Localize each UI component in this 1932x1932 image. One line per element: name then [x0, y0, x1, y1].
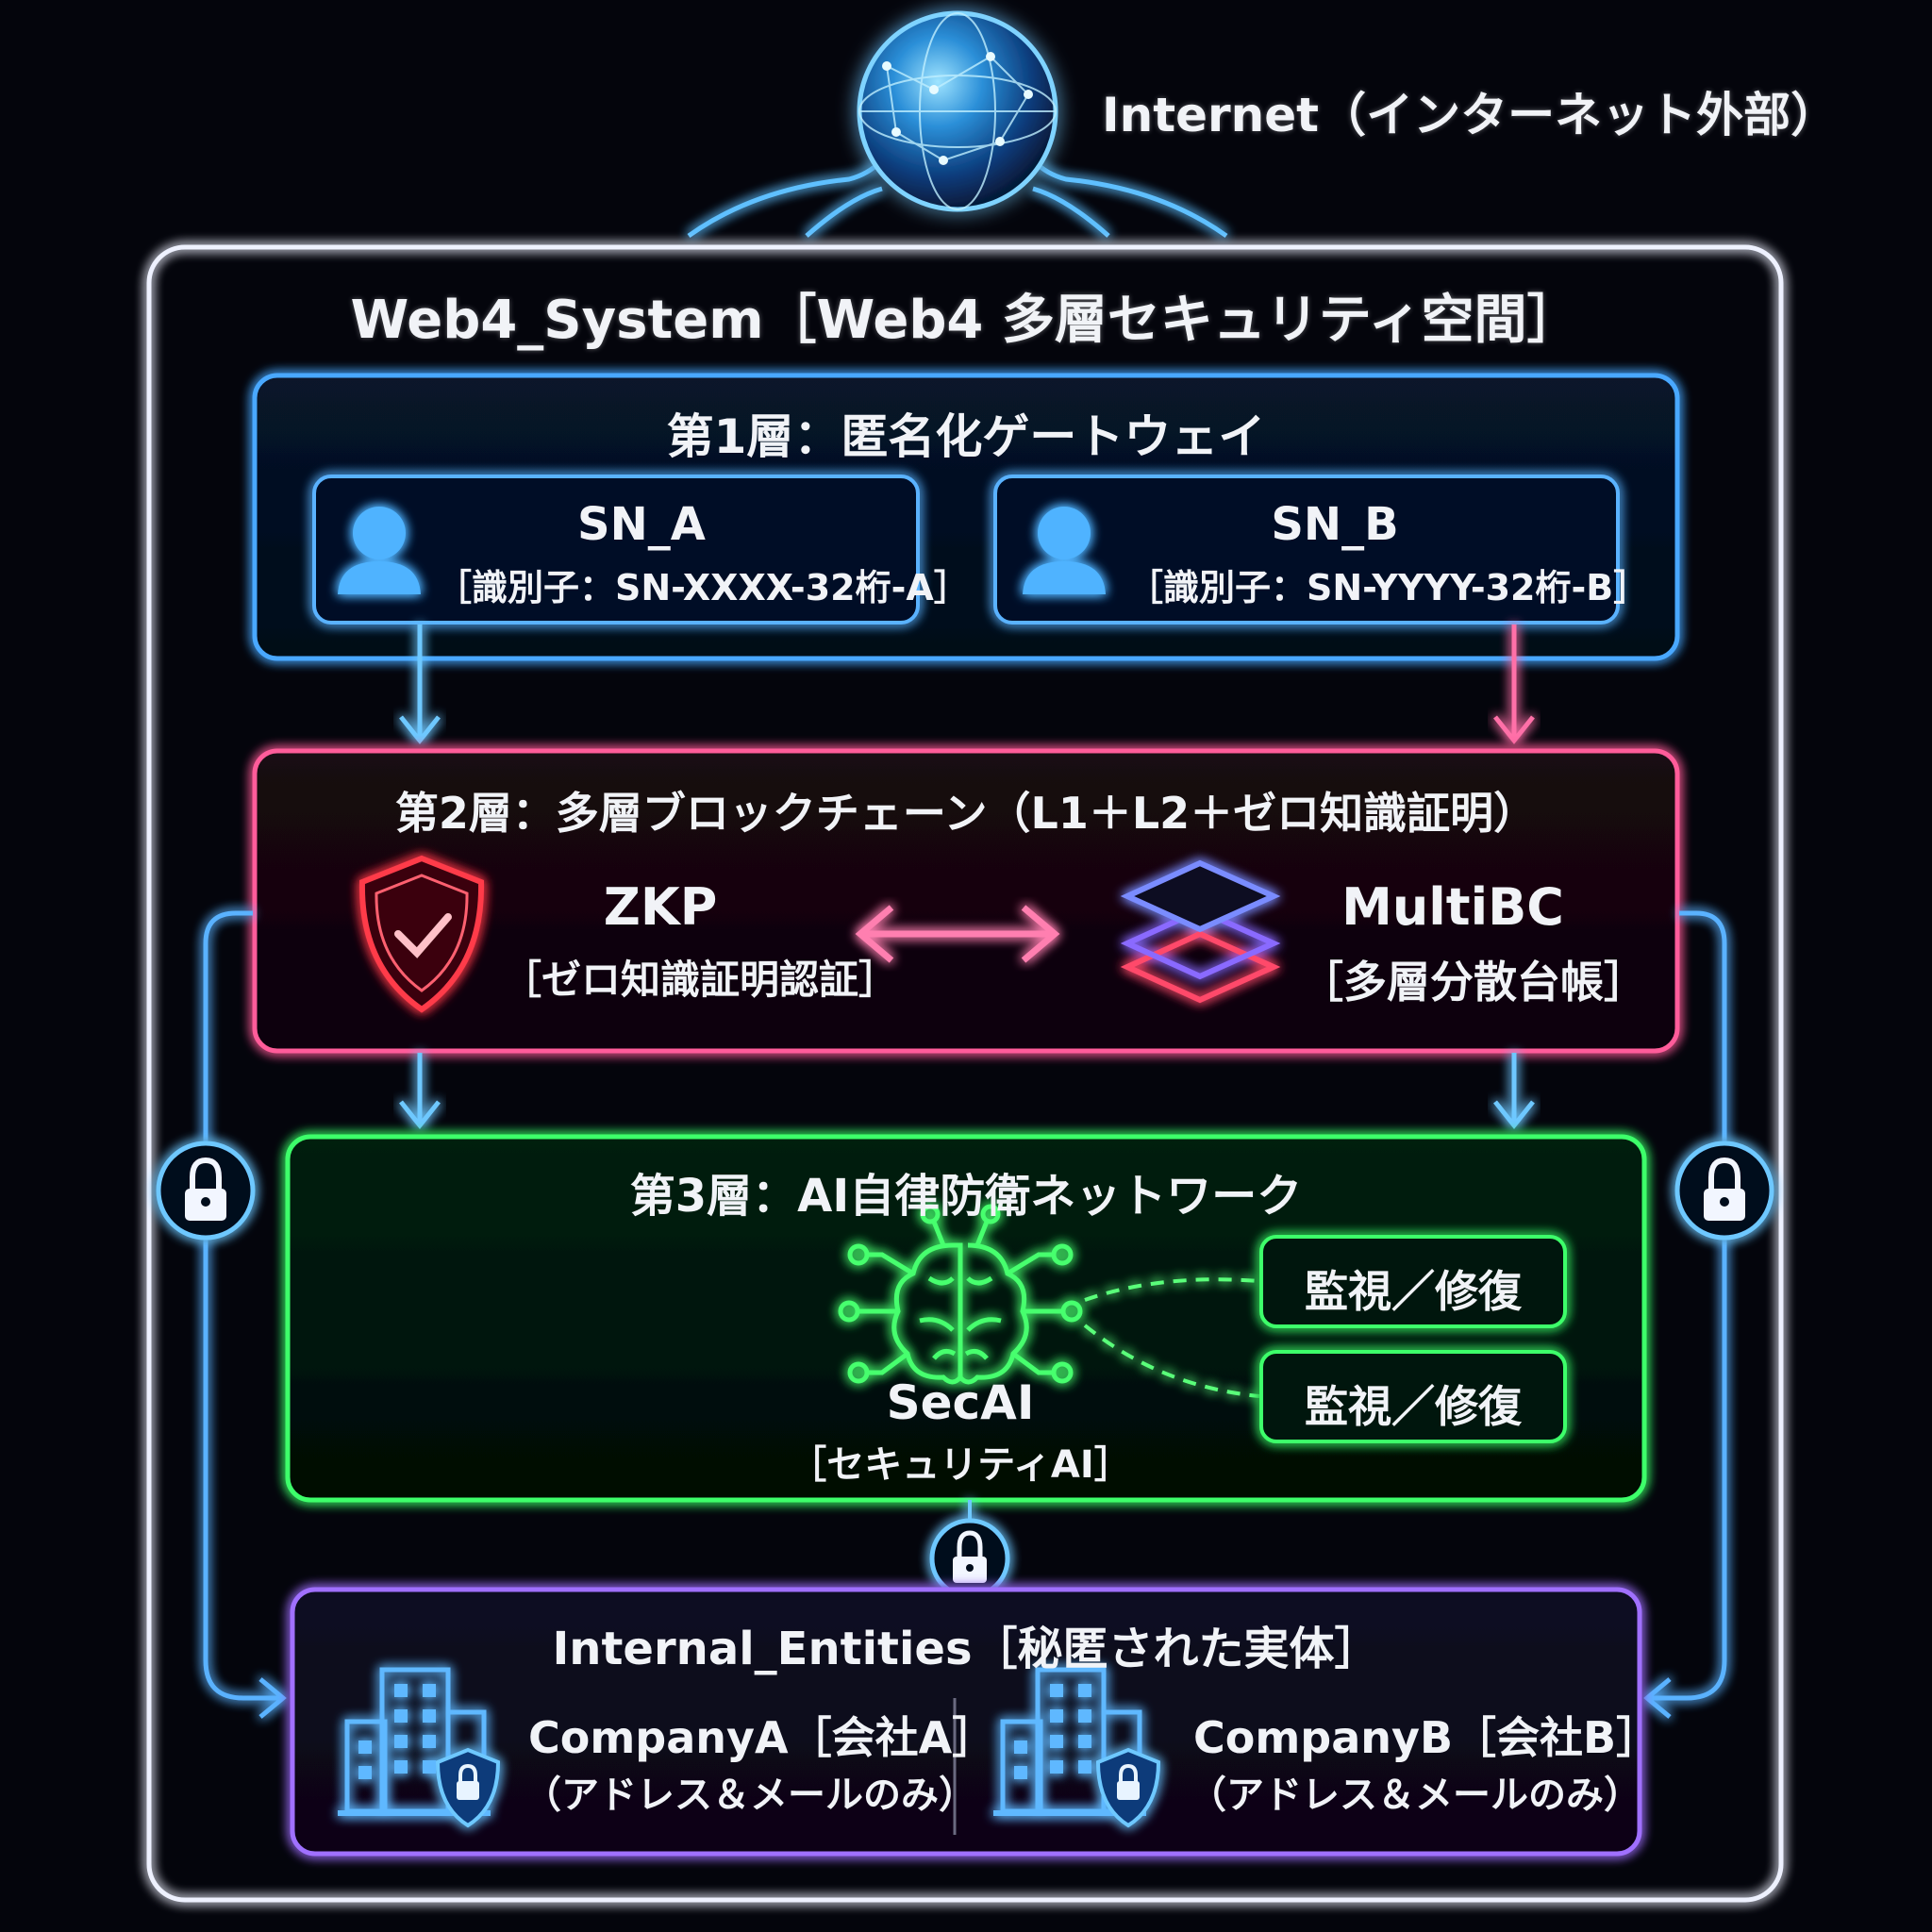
sn-a-name: SN_A: [577, 498, 706, 551]
layer1-title: 第1層：匿名化ゲートウェイ: [666, 409, 1266, 464]
secai-description: ［セキュリティAI］: [789, 1443, 1132, 1487]
company-a-name: CompanyA［会社A］: [528, 1712, 996, 1763]
lock-icon-center: [929, 1500, 1010, 1599]
lock-icon-right: [1674, 1141, 1774, 1241]
building-lock-icon: [338, 1667, 501, 1828]
system-frame: [146, 244, 1784, 1903]
globe-icon: [857, 10, 1058, 212]
task-box-1: [1259, 1235, 1567, 1328]
secai-name: SecAI: [886, 1375, 1035, 1430]
internet-label: Internet（インターネット外部）: [1102, 88, 1839, 142]
company-a-note: （アドレス＆メールのみ）: [524, 1774, 976, 1817]
sn-b-name: SN_B: [1271, 498, 1399, 551]
user-icon: [1023, 507, 1106, 594]
left-bypass-line: [203, 910, 287, 1719]
arrow-zkp-to-layer3: [399, 1053, 441, 1130]
sn-a-card: [312, 475, 920, 625]
right-bypass-line: [1643, 910, 1727, 1719]
layer2-title: 第2層：多層ブロックチェーン（L1＋L2＋ゼロ知識証明）: [394, 788, 1538, 839]
arrow-sn-b-to-layer2: [1493, 625, 1535, 745]
bidirectional-arrow: [855, 905, 1060, 963]
brain-circuit-icon: [838, 1204, 1083, 1385]
shield-check-icon: [358, 855, 485, 1013]
arrow-sn-a-to-layer2: [399, 625, 441, 745]
company-b-note: （アドレス＆メールのみ）: [1189, 1774, 1641, 1817]
task-label-1: 監視／修復: [1305, 1266, 1522, 1317]
user-icon: [338, 507, 421, 594]
task-box-2: [1259, 1350, 1567, 1443]
ai-task-connectors: [1083, 1277, 1260, 1398]
sn-b-card: [993, 475, 1620, 625]
zkp-name: ZKP: [603, 877, 718, 937]
layers-icon: [1120, 859, 1281, 1004]
task-label-2: 監視／修復: [1305, 1381, 1522, 1432]
internal-box: [290, 1587, 1642, 1857]
lock-icon-left: [156, 1141, 256, 1241]
layer2-box: [252, 748, 1680, 1054]
internal-title: Internal_Entities［秘匿された実体］: [552, 1623, 1380, 1675]
building-lock-icon: [993, 1667, 1161, 1828]
multibc-name: MultiBC: [1341, 877, 1564, 937]
layer3-title: 第3層：AI自律防衛ネットワーク: [629, 1170, 1303, 1223]
multibc-description: ［多層分散台帳］: [1300, 957, 1647, 1008]
zkp-description: ［ゼロ知識証明認証］: [502, 957, 899, 1003]
sn-b-identifier: ［識別子：SN-YYYY-32桁-B］: [1127, 567, 1650, 608]
company-b-name: CompanyB［会社B］: [1193, 1712, 1660, 1763]
sn-a-identifier: ［識別子：SN-XXXX-32桁-A］: [436, 567, 970, 608]
globe-connectors: [687, 158, 1228, 239]
system-title: Web4_System［Web4 多層セキュリティ空間］: [350, 290, 1580, 351]
arrow-multibc-to-layer3: [1493, 1053, 1535, 1130]
